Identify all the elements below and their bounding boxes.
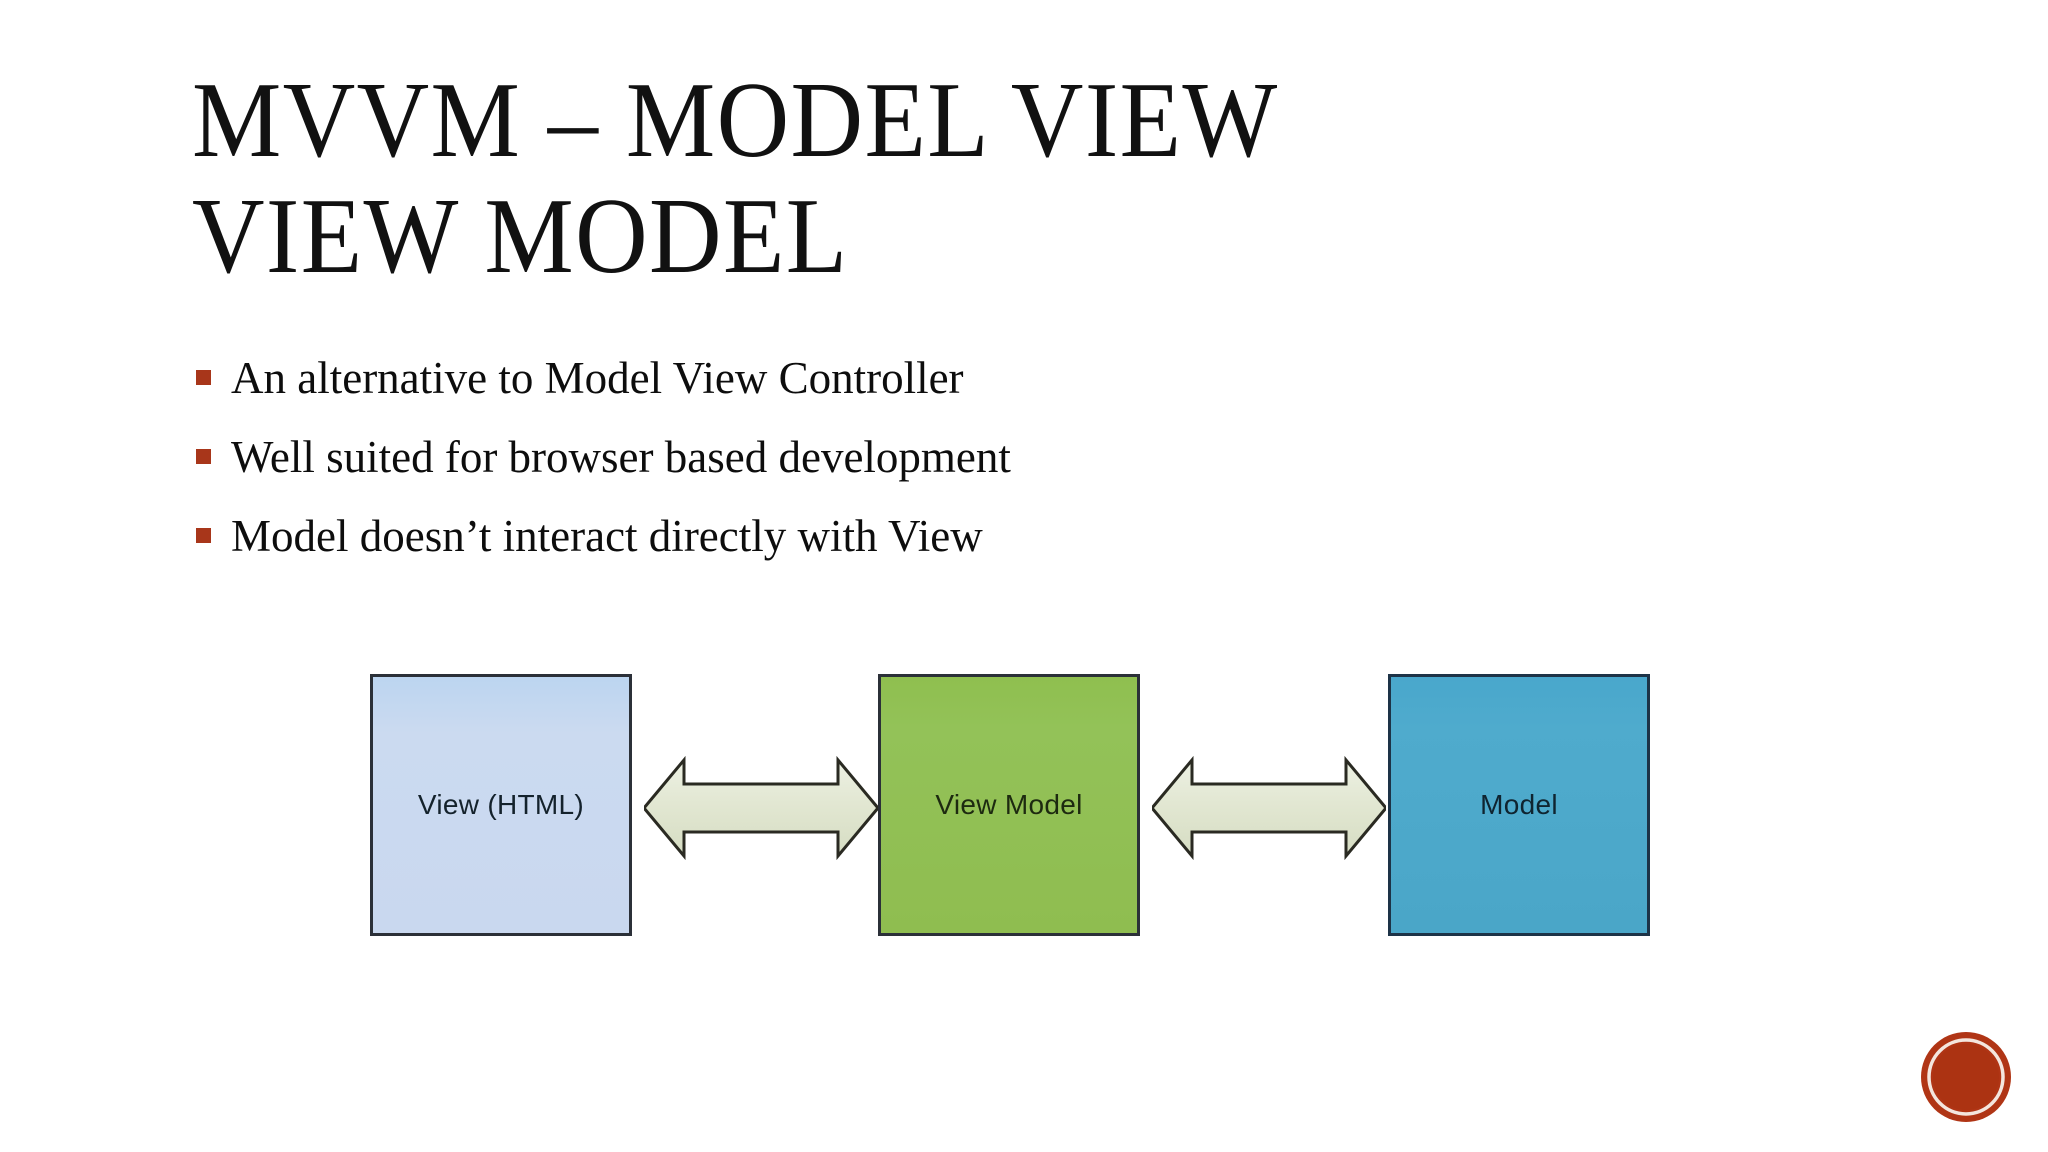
bullet-square-icon <box>196 528 211 544</box>
page-title: MVVM – Model View View Model <box>192 61 1612 296</box>
list-item: An alternative to Model View Controller <box>196 352 1696 405</box>
double-arrow-icon-view-model-to-model <box>1150 754 1388 862</box>
title-line-1: MVVM – Model View <box>192 61 1279 180</box>
diagram-box-view-model-label: View Model <box>935 789 1083 820</box>
title-line-2: View Model <box>192 176 849 296</box>
circle-badge-logo-icon <box>1918 1029 2014 1125</box>
diagram-box-view-model: View Model <box>878 674 1140 936</box>
diagram-box-view-label: View (HTML) <box>417 789 585 820</box>
double-arrow-icon-view-to-view-model <box>642 754 880 862</box>
bullet-text: Well suited for browser based developmen… <box>231 432 1011 483</box>
bullet-list: An alternative to Model View Controller … <box>196 352 1696 589</box>
diagram-box-model: Model <box>1388 674 1650 936</box>
bullet-text: An alternative to Model View Controller <box>231 353 964 403</box>
bullet-square-icon <box>196 449 211 465</box>
list-item: Model doesn’t interact directly with Vie… <box>196 510 1696 563</box>
diagram-box-model-label: Model <box>1480 789 1558 820</box>
bullet-square-icon <box>196 370 211 385</box>
mvvm-diagram: View (HTML) View Model <box>192 578 1852 1088</box>
bullet-text: Model doesn’t interact directly with Vie… <box>231 511 983 562</box>
diagram-box-view: View (HTML) <box>370 674 632 936</box>
list-item: Well suited for browser based developmen… <box>196 431 1696 484</box>
